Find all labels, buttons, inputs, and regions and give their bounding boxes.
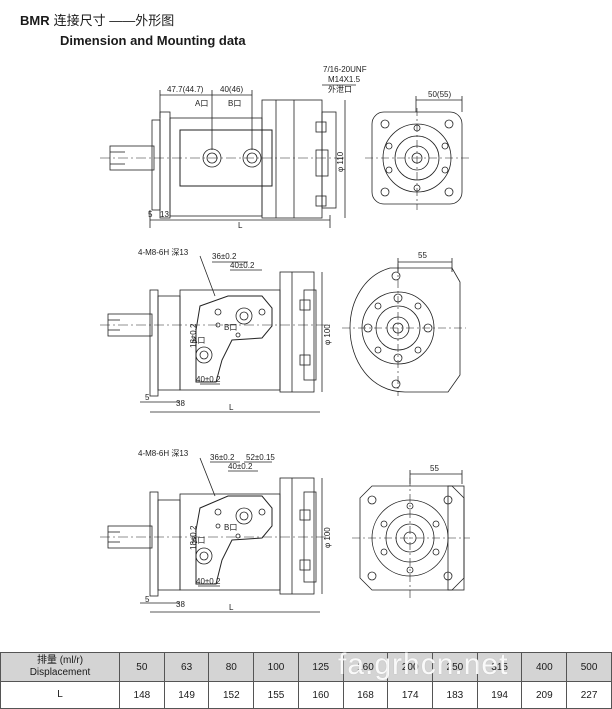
table-cell: 500	[566, 652, 612, 682]
table-cell: 155	[253, 681, 299, 709]
port-b-label-2: B口	[224, 323, 237, 332]
table-cell: 100	[253, 652, 299, 682]
dim-55-d2: 55	[418, 251, 427, 260]
port-a-label-3: A口	[192, 536, 205, 545]
dim-40b-d2: 40±0.2	[196, 375, 221, 384]
table-cell: 50	[119, 652, 165, 682]
dim-18-d3: 18±0.2	[189, 525, 198, 550]
port-a-label-2: A口	[192, 336, 205, 345]
dim-diameter-3: φ 100	[323, 527, 332, 548]
spec-table: 排量 (ml/r) Displacement 50 63 80 100 125 …	[0, 652, 612, 709]
table-cell: 315	[476, 652, 523, 682]
dim-52-d3: 52±0.15	[246, 453, 275, 462]
dim-5-2: 5	[145, 393, 150, 402]
table-cell: 63	[163, 652, 210, 682]
table-cell: 400	[521, 652, 568, 682]
table-cell: 209	[521, 681, 568, 709]
thread-note-2: M14X1.5	[328, 75, 361, 84]
table-header-displacement: 排量 (ml/r) Displacement	[0, 652, 120, 682]
dim-5-3: 5	[145, 595, 150, 604]
table-row-length: L 148 149 152 155 160 168 174 183 194 20…	[0, 681, 612, 709]
table-cell: 149	[163, 681, 210, 709]
technical-drawing: 47.7(44.7) 40(46) A口 B口 7/16-20UNF M14X1…	[100, 65, 470, 613]
port-b-label-1: B口	[228, 99, 241, 108]
motor-side-view-1	[100, 84, 356, 228]
dim-L-3: L	[229, 603, 234, 612]
dim-36-d2: 36±0.2	[212, 252, 237, 261]
table-cell: 194	[476, 681, 523, 709]
table-cell: 148	[119, 681, 165, 709]
motor-end-view-3	[352, 470, 470, 598]
dim-40b-d3: 40±0.2	[196, 577, 221, 586]
dim-diameter-1: φ 110	[336, 151, 345, 172]
dim-13-1: 13	[160, 210, 169, 219]
dim-port-spacing-1: 40(46)	[220, 85, 243, 94]
table-cell: 152	[208, 681, 255, 709]
dim-36-d3: 36±0.2	[210, 453, 235, 462]
drain-note: 外泄口	[328, 84, 352, 94]
thread-note-d2: 4-M8-6H 深13	[138, 248, 189, 257]
table-cell: 174	[387, 681, 434, 709]
thread-note-1: 7/16-20UNF	[323, 65, 367, 74]
header-cn: 排量 (ml/r)	[36, 655, 84, 666]
dim-38-2: 38	[176, 399, 185, 408]
thread-note-d3: 4-M8-6H 深13	[138, 449, 189, 458]
dim-40a-d2: 40±0.2	[230, 261, 255, 270]
motor-end-view-1	[365, 96, 470, 210]
table-cell: 160	[342, 652, 389, 682]
dim-port-offset-1: 47.7(44.7)	[167, 85, 204, 94]
page-subtitle: Dimension and Mounting data	[60, 33, 246, 48]
dim-55-d3: 55	[430, 464, 439, 473]
table-cell: 250	[432, 652, 478, 682]
dim-38-3: 38	[176, 600, 185, 609]
table-row-displacement: 排量 (ml/r) Displacement 50 63 80 100 125 …	[0, 652, 612, 682]
dim-diameter-2: φ 100	[323, 324, 332, 345]
dim-L-2: L	[229, 403, 234, 412]
dim-40a-d3: 40±0.2	[228, 462, 253, 471]
table-cell: 160	[297, 681, 344, 709]
motor-side-view-2	[100, 255, 330, 413]
dim-18-d2: 18±0.2	[189, 323, 198, 348]
dim-width-1: 50(55)	[428, 90, 451, 99]
dim-L-1: L	[238, 221, 243, 230]
motor-side-view-3	[100, 457, 330, 613]
motor-end-view-2	[342, 258, 466, 396]
table-cell: 125	[297, 652, 344, 682]
port-b-label-3: B口	[224, 523, 237, 532]
port-a-label-1: A口	[195, 99, 208, 108]
watermark: fa.grhcn.net	[338, 648, 509, 681]
table-cell: 168	[342, 681, 389, 709]
header-en: Displacement	[29, 667, 91, 678]
table-cell: 227	[566, 681, 612, 709]
dim-5-1: 5	[148, 210, 153, 219]
table-cell: 80	[208, 652, 255, 682]
table-row-label: L	[0, 681, 120, 709]
table-cell: 183	[432, 681, 478, 709]
